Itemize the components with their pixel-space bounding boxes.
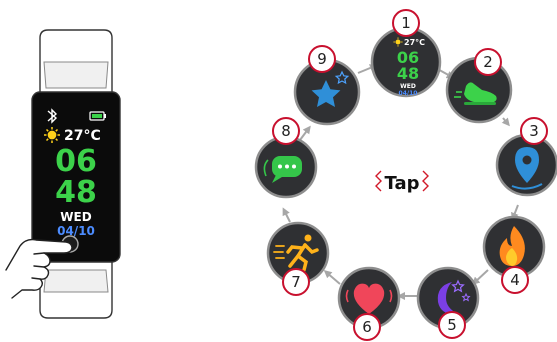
screen-location <box>497 135 557 195</box>
svg-text:5: 5 <box>447 316 457 334</box>
svg-text:8: 8 <box>281 122 291 140</box>
arrow-7-to-8 <box>284 210 290 222</box>
svg-text:3: 3 <box>529 122 539 140</box>
badge-2: 2 <box>475 49 501 75</box>
badge-6: 6 <box>354 314 380 340</box>
home-minute: 48 <box>397 64 419 83</box>
band-minute: 48 <box>55 175 97 210</box>
badge-3: 3 <box>521 118 547 144</box>
screen-home-clock: 27°C 06 48 WED 04/10 <box>372 28 440 97</box>
band-date: 04/10 <box>57 224 95 238</box>
badge-5: 5 <box>439 312 465 338</box>
band-hour: 06 <box>55 144 97 179</box>
arrow-8-to-9 <box>300 128 309 140</box>
arrow-2-to-3 <box>503 118 508 124</box>
band-weekday: WED <box>60 210 91 224</box>
tap-burst-left <box>376 171 381 191</box>
svg-text:9: 9 <box>317 50 327 68</box>
band-strap-inner <box>44 62 108 88</box>
badge-1: 1 <box>393 10 419 36</box>
svg-text:4: 4 <box>510 271 520 289</box>
arrow-4-to-5 <box>474 270 488 283</box>
arrow-6-to-7 <box>326 272 340 284</box>
home-weekday: WED <box>400 83 416 90</box>
tap-label-group: Tap <box>376 171 428 194</box>
svg-text:6: 6 <box>362 318 372 336</box>
tap-burst-right <box>423 171 428 191</box>
band-temperature: 27°C <box>64 128 101 144</box>
badge-8: 8 <box>273 118 299 144</box>
screen-messages <box>256 137 316 197</box>
svg-text:1: 1 <box>401 14 411 32</box>
badge-7: 7 <box>283 269 309 295</box>
home-date: 04/10 <box>399 90 418 97</box>
home-temperature: 27°C <box>404 38 425 47</box>
badge-4: 4 <box>502 267 528 293</box>
svg-text:7: 7 <box>291 273 301 291</box>
badge-9: 9 <box>309 46 335 72</box>
tap-label: Tap <box>385 173 420 194</box>
svg-text:2: 2 <box>483 53 493 71</box>
